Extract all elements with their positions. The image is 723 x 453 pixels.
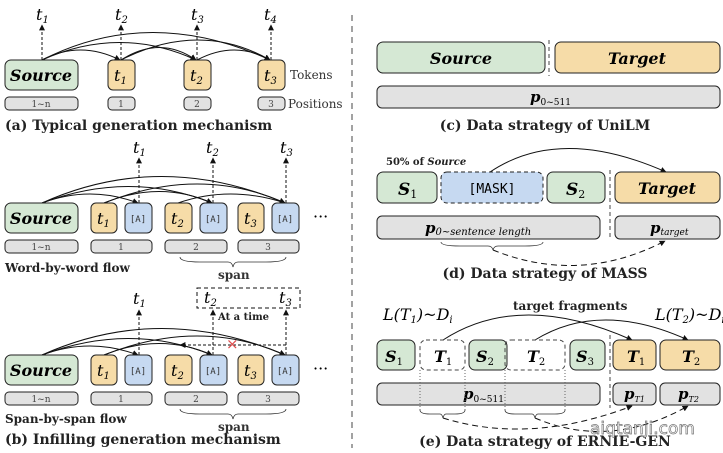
svg-text:t2: t2 (206, 138, 219, 159)
svg-text:S1: S1 (398, 180, 417, 201)
panel-b: t1 t2 t3 Source t1 t2 t3 [A] [A] [A] ··· 1… (4, 138, 329, 448)
svg-text:S1: S1 (385, 347, 403, 368)
svg-text:50% of Source: 50% of Source (386, 157, 466, 168)
svg-text:3: 3 (268, 100, 274, 110)
panel-e: L(T1)~Di target fragments L(T2)~Di S1 S2… (376, 299, 723, 450)
svg-text:[A]: [A] (277, 215, 293, 225)
svg-text:Target: Target (638, 179, 697, 198)
svg-text:t2: t2 (204, 288, 217, 309)
svg-text:···: ··· (313, 207, 328, 226)
caption-a: (a) Typical generation mechanism (5, 118, 272, 134)
svg-text:L(T1)~Di: L(T1)~Di (382, 305, 453, 326)
svg-text:[MASK]: [MASK] (469, 182, 516, 197)
output-label: t2 (115, 5, 128, 26)
svg-text:2: 2 (194, 100, 200, 110)
svg-text:ptarget: ptarget (650, 219, 689, 238)
svg-text:t3: t3 (264, 66, 277, 87)
svg-text:p0~sentence length: p0~sentence length (425, 219, 531, 238)
output-label: t3 (191, 5, 204, 26)
svg-text:t2: t2 (190, 66, 203, 87)
svg-text:S3: S3 (576, 347, 594, 368)
span-by-span-label: Span-by-span flow (5, 412, 127, 426)
source-label: Source (10, 66, 72, 85)
mask-box (440, 171, 544, 204)
at-a-time-label: At a time (217, 312, 269, 323)
svg-text:3: 3 (265, 243, 271, 253)
svg-text:pT1: pT1 (624, 385, 645, 404)
svg-text:2: 2 (193, 243, 199, 253)
word-by-word-label: Word-by-word flow (4, 261, 130, 275)
svg-text:t1: t1 (133, 289, 146, 310)
svg-text:T2: T2 (527, 347, 545, 368)
svg-text:t1: t1 (133, 138, 146, 159)
panel-c: Source Target p0~511 (c) Data strategy o… (376, 40, 721, 134)
svg-text:S2: S2 (566, 180, 585, 201)
caption-e: (e) Data strategy of ERNIE-GEN (419, 434, 671, 450)
caption-b: (b) Infilling generation mechanism (5, 432, 281, 448)
at-a-time-box (196, 287, 301, 309)
svg-text:1: 1 (118, 100, 124, 110)
svg-text:p0~511: p0~511 (530, 88, 571, 108)
svg-text:t3: t3 (280, 138, 293, 159)
source-box (4, 59, 79, 91)
svg-text:t1: t1 (97, 209, 110, 230)
panel-d: 50% of Source S1 [MASK] S2 Target p0~sen… (376, 148, 721, 282)
svg-text:p0~511: p0~511 (463, 385, 504, 405)
svg-text:T1: T1 (627, 347, 645, 368)
svg-text:Source: Source (430, 49, 492, 68)
svg-text:[A]: [A] (205, 215, 221, 225)
caption-d: (d) Data strategy of MASS (442, 266, 647, 282)
tokens-label: Tokens (290, 68, 333, 82)
svg-text:target fragments: target fragments (513, 299, 628, 313)
svg-text:1~n: 1~n (31, 243, 50, 253)
svg-text:T2: T2 (682, 347, 700, 368)
svg-text:T1: T1 (434, 347, 452, 368)
svg-text:t3: t3 (244, 209, 257, 230)
svg-text:t3: t3 (279, 288, 292, 309)
svg-text:pT2: pT2 (678, 385, 699, 404)
svg-text:t2: t2 (171, 209, 184, 230)
svg-text:t1: t1 (114, 66, 127, 87)
output-label: t4 (264, 5, 277, 26)
svg-text:Source: Source (10, 209, 72, 228)
token-boxes (107, 59, 286, 91)
watermark: aiqtanji.com (590, 419, 695, 439)
svg-text:1~n: 1~n (31, 100, 50, 110)
svg-text:span: span (218, 268, 250, 282)
caption-c: (c) Data strategy of UniLM (440, 118, 651, 134)
svg-text:L(T2)~Di: L(T2)~Di (654, 305, 723, 326)
svg-text:[A]: [A] (130, 215, 146, 225)
svg-text:1: 1 (118, 243, 124, 253)
source-box (4, 202, 79, 234)
cross-icon: × (226, 335, 239, 353)
svg-text:Target: Target (608, 49, 667, 68)
svg-text:S2: S2 (476, 347, 494, 368)
output-label: t1 (36, 5, 49, 26)
positions-label: Positions (288, 97, 343, 111)
